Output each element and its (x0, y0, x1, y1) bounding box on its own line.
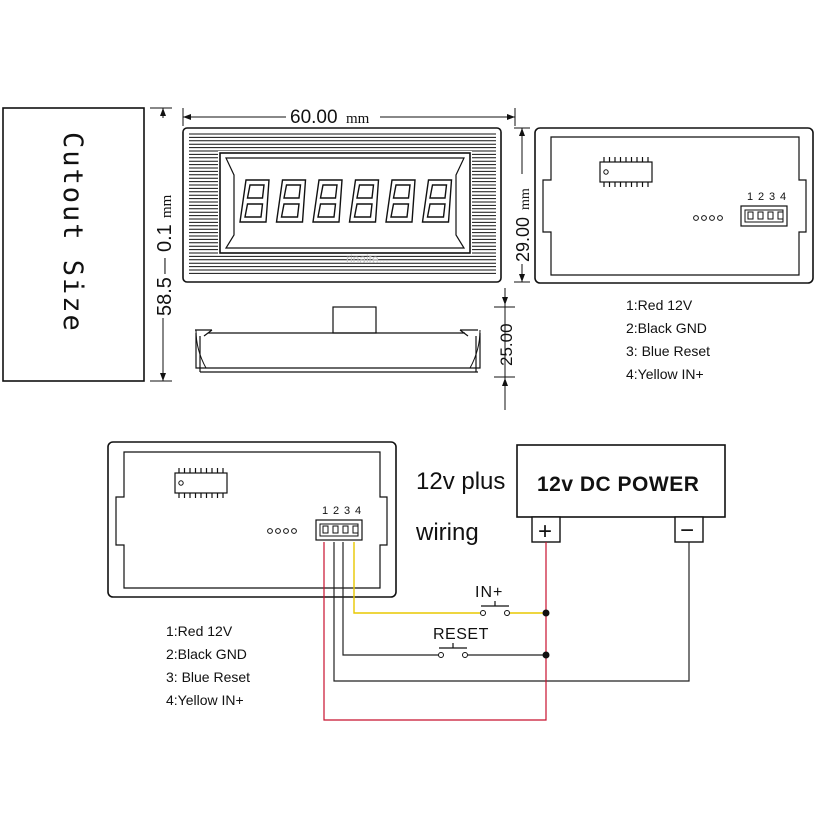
reset-label: RESET (433, 626, 489, 643)
side-body (195, 329, 481, 373)
pin-number: 3 (769, 191, 775, 203)
height-dim-unit: mm (518, 188, 533, 210)
led-dots (693, 215, 723, 221)
pin-number: 1 (322, 505, 328, 517)
front-view: 60.00 mm rinaite... (182, 103, 516, 283)
digit (312, 179, 343, 223)
legend-item: 2:Black GND (626, 320, 707, 336)
in-plus-label: IN+ (475, 584, 503, 601)
ic-chip-2 (174, 468, 228, 498)
wires (323, 542, 690, 721)
minus-terminal (674, 516, 704, 543)
wiring-title-line2: wiring (415, 519, 479, 546)
in-switch: IN+ (475, 584, 510, 616)
plus-symbol: + (538, 518, 552, 545)
led-dots-2 (267, 528, 297, 534)
digit (275, 179, 307, 223)
cutout-dim-value: 58.5 (154, 277, 176, 316)
pin-number: 4 (780, 191, 786, 203)
pin-number: 3 (344, 505, 350, 517)
power-supply-label: 12v DC POWER (537, 473, 699, 496)
pin-legend-bottom: 1:Red 12V 2:Black GND 3: Blue Reset 4:Ye… (166, 620, 250, 712)
black-wire (333, 542, 690, 682)
watermark-text: rinaite... (346, 252, 389, 266)
cutout-label: Cutout Size (57, 132, 88, 333)
plus-terminal (531, 516, 561, 543)
cutout-dim-tolerance: 0.1 (154, 224, 176, 252)
junction-dot (542, 609, 550, 617)
legend-item: 4:Yellow IN+ (626, 366, 704, 382)
yellow-wire (353, 542, 480, 614)
seven-segment-display (239, 179, 453, 223)
legend-item: 2:Black GND (166, 646, 247, 662)
power-supply: 12v DC POWER + − (516, 444, 726, 545)
digit (385, 179, 416, 223)
digit (239, 179, 270, 223)
junction-dot (542, 651, 550, 659)
depth-dim-value: 25.00 (497, 323, 516, 366)
legend-item: 3: Blue Reset (626, 343, 711, 359)
digit (421, 179, 453, 223)
height-dimension: 29.00 mm (511, 127, 535, 283)
legend-item: 3: Blue Reset (166, 669, 251, 685)
width-dim-value: 60.00 (290, 107, 338, 128)
svg-text:—: — (156, 258, 173, 274)
pin-number: 4 (355, 505, 361, 517)
red-wire (323, 542, 547, 721)
ic-chip (599, 157, 653, 187)
cutout-panel: Cutout Size 58.5 — 0.1 mm (2, 107, 177, 382)
cutout-dim-unit: mm (159, 194, 175, 218)
legend-item: 1:Red 12V (166, 623, 233, 639)
minus-symbol: − (680, 517, 694, 544)
wiring-title-line1: 12v plus (416, 468, 505, 495)
digit (348, 179, 380, 223)
reset-wire (342, 542, 438, 656)
pin-legend-top: 1:Red 12V 2:Black GND 3: Blue Reset 4:Ye… (626, 294, 710, 386)
width-dim-unit: mm (346, 111, 370, 127)
pin-number: 2 (758, 191, 764, 203)
side-connector (332, 306, 377, 334)
pin-number: 2 (333, 505, 339, 517)
display-window (219, 152, 471, 254)
power-supply-box (516, 444, 726, 518)
legend-item: 1:Red 12V (626, 297, 693, 313)
reset-switch: RESET (433, 626, 489, 658)
cutout-rectangle (2, 107, 145, 382)
height-dim-value: 29.00 (513, 217, 533, 262)
legend-item: 4:Yellow IN+ (166, 692, 244, 708)
pin-number: 1 (747, 191, 753, 203)
side-view: 25.00 (195, 288, 516, 410)
